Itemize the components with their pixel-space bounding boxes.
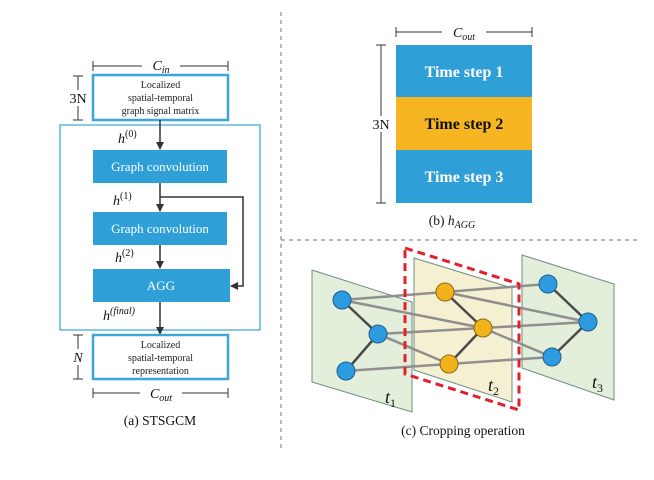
three-n-label-b: 3N: [372, 118, 389, 133]
input-box-line-3: graph signal matrix: [122, 106, 200, 117]
temporal-edges: [341, 282, 589, 373]
panel-b-hagg: Cout 3N Time step 1 Time step 2 Time ste…: [366, 23, 533, 231]
time-step-1-block: [396, 45, 532, 97]
panel-a-stsgcm: Cin 3N Localized spatial-temporal graph …: [59, 56, 261, 428]
time-step-3-label: Time step 3: [425, 169, 504, 186]
input-box-line-1: Localized: [141, 80, 180, 91]
input-box-line-2: spatial-temporal: [128, 93, 193, 104]
time-step-2-block: [396, 97, 532, 150]
graph-convolution-block-2: [93, 212, 227, 245]
h1-label: h(1): [113, 191, 132, 209]
three-n-label: 3N: [69, 92, 86, 107]
input-matrix-box: [91, 73, 230, 122]
nodes-t1: [332, 290, 388, 381]
agg-block: [93, 269, 230, 302]
h0-label: h(0): [118, 129, 137, 147]
nodes-t2: [435, 282, 493, 374]
c-out-label-b: Cout: [453, 26, 475, 43]
caption-a: (a) STSGCM: [124, 413, 196, 428]
output-box-line-1: Localized: [141, 340, 180, 351]
hfinal-label: h(final): [103, 306, 136, 324]
caption-c: (c) Cropping operation: [401, 423, 525, 438]
gc2-label: Graph convolution: [111, 221, 209, 236]
c-out-label-a: Cout: [150, 387, 172, 404]
graph-panel-t3: [521, 254, 615, 401]
n-label: N: [72, 351, 83, 366]
panel-c-cropping: t1 t2 t3 (c) Cropping operation: [311, 245, 615, 438]
output-box-line-3: representation: [132, 366, 189, 377]
t2-label: t2: [488, 375, 499, 398]
t1-label: t1: [385, 387, 396, 410]
time-step-2-label: Time step 2: [425, 116, 504, 133]
gc1-label: Graph convolution: [111, 159, 209, 174]
crop-region-outline: [403, 245, 521, 413]
time-step-1-label: Time step 1: [425, 64, 504, 81]
h2-label: h(2): [115, 248, 134, 266]
c-in-label: Cin: [152, 59, 169, 76]
caption-b: (b) hAGG: [429, 213, 475, 231]
output-representation-box: [91, 333, 230, 381]
graph-convolution-block-1: [93, 150, 227, 183]
output-box-line-2: spatial-temporal: [128, 353, 193, 364]
nodes-t3: [538, 274, 598, 367]
agg-label: AGG: [147, 278, 175, 293]
skip-connection-h1: [160, 196, 244, 290]
time-step-3-block: [396, 150, 532, 203]
t3-label: t3: [592, 372, 603, 395]
